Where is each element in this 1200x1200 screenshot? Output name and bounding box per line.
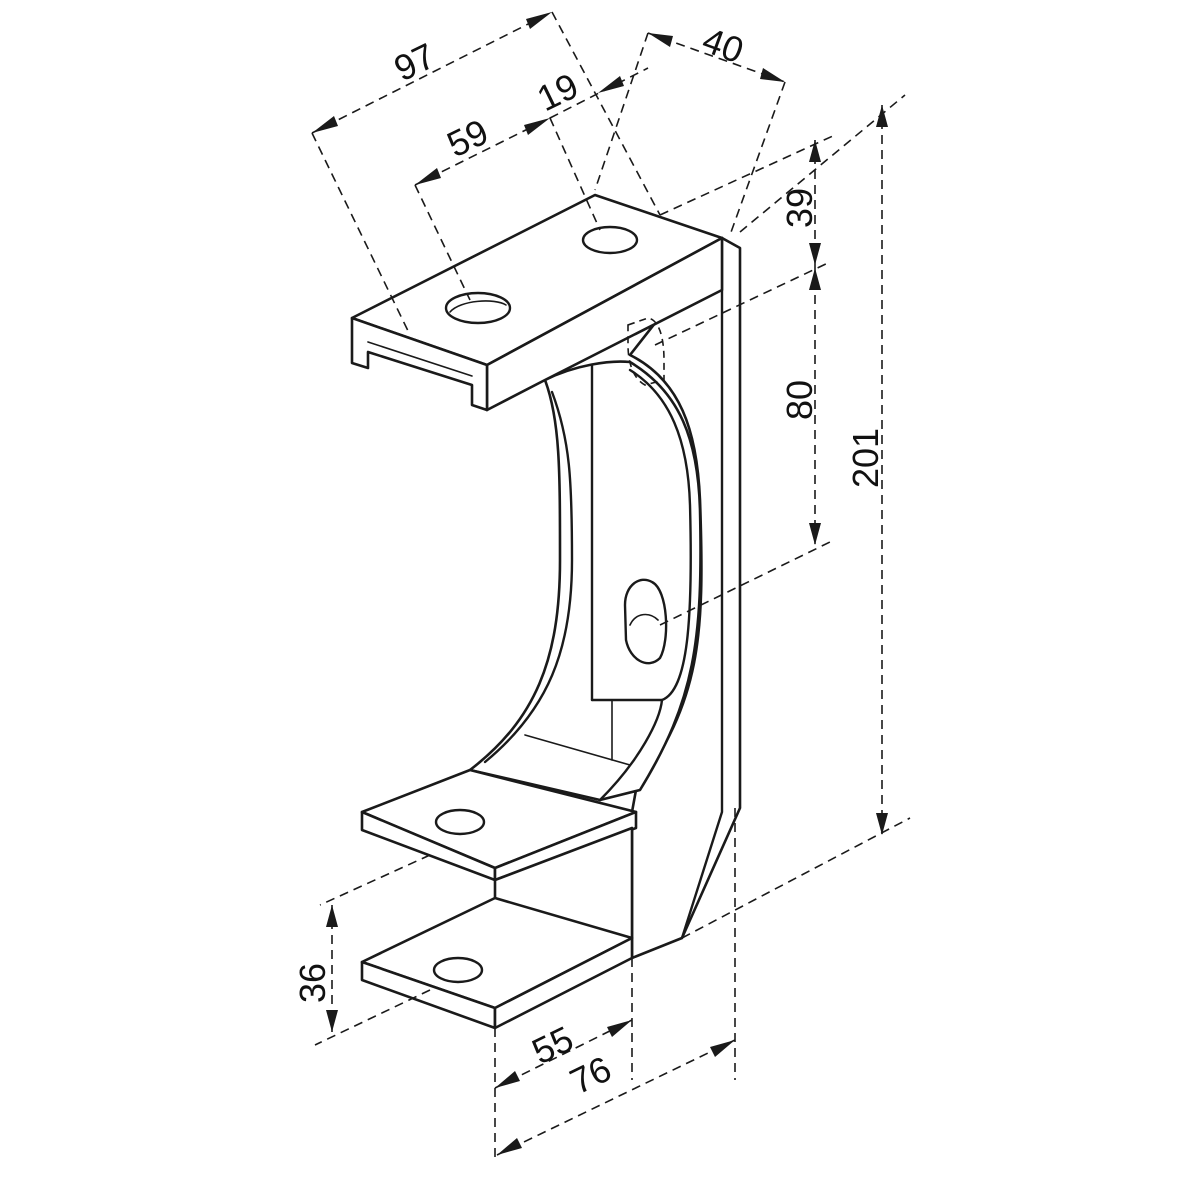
dim-39-arrow-bottom xyxy=(809,243,821,265)
dim-39-label: 39 xyxy=(779,188,820,228)
top-flange-hole-front xyxy=(444,291,512,325)
middle-flange-hole xyxy=(434,808,486,836)
channel-floor-line xyxy=(524,734,631,766)
dim-97-label: 97 xyxy=(388,35,442,89)
dim-36-arrow-bottom xyxy=(326,1010,338,1032)
dim-201-label: 201 xyxy=(845,428,886,488)
dim-201-arrow-top xyxy=(876,105,888,127)
bracket-part xyxy=(350,193,742,1030)
dim-76-arrow-right xyxy=(710,1040,735,1057)
channel-inner-curve-left xyxy=(483,390,574,764)
dim-19-arrow xyxy=(598,76,624,93)
dim-39-ext-top xyxy=(659,134,836,216)
dim-59-ext-left xyxy=(414,184,471,301)
dim-40-arrow-left xyxy=(648,33,673,47)
dim-40-label: 40 xyxy=(697,19,749,71)
dim-59-ext-right xyxy=(549,117,601,231)
dim-36-ext-top xyxy=(319,854,431,906)
hidden-side-hole xyxy=(627,317,665,386)
dim-201-ext-top xyxy=(739,94,906,233)
back-plate-side-face xyxy=(680,236,724,940)
dim-80-ext-bottom xyxy=(659,541,831,626)
dim-201-ext-bottom xyxy=(681,817,911,939)
dim-40-ext-right xyxy=(729,81,786,236)
channel-inner-surface xyxy=(468,360,702,802)
dim-80-arrow-top xyxy=(809,268,821,290)
top-flange-slot-line xyxy=(367,351,473,386)
dim-19-line xyxy=(549,67,649,119)
dim-59-label: 59 xyxy=(441,111,495,165)
dim-59-arrow-left xyxy=(415,168,441,185)
dim-36-arrow-top xyxy=(326,905,338,927)
dim-97-ext-left xyxy=(311,132,411,336)
dim-76-arrow-left xyxy=(497,1138,522,1155)
top-flange-hole-front-depth xyxy=(449,300,507,313)
dim-97-arrow-left xyxy=(312,116,338,133)
dim-40-arrow-right xyxy=(760,68,785,82)
middle-flange-right-face xyxy=(493,810,638,882)
top-flange-slot-line-2 xyxy=(367,341,473,377)
dim-59-arrow-right xyxy=(524,118,550,135)
dim-201-arrow-bottom xyxy=(876,813,888,835)
dim-80-arrow-bottom xyxy=(809,523,821,545)
side-slot-hole xyxy=(623,578,668,665)
dimension-lines xyxy=(311,11,911,1160)
channel-inner-curve-right xyxy=(598,368,692,802)
dim-19-label: 19 xyxy=(531,65,585,119)
dim-40-ext-left xyxy=(594,32,649,191)
bottom-flange-hole xyxy=(432,956,484,984)
dim-76-line xyxy=(496,1039,736,1156)
dim-36-ext-bottom xyxy=(314,989,431,1046)
top-flange-hole-rear xyxy=(581,225,639,255)
dim-39-arrow-top xyxy=(809,140,821,162)
dim-80-label: 80 xyxy=(779,380,820,420)
dim-97-arrow-right xyxy=(526,12,552,29)
dim-97-ext-right xyxy=(551,11,661,216)
dim-55-arrow-left xyxy=(495,1071,520,1088)
dim-55-arrow-right xyxy=(607,1020,632,1037)
dim-36-label: 36 xyxy=(292,963,333,1003)
dim-39-ext-mid xyxy=(654,261,831,346)
side-slot-hole-inner xyxy=(629,613,659,626)
